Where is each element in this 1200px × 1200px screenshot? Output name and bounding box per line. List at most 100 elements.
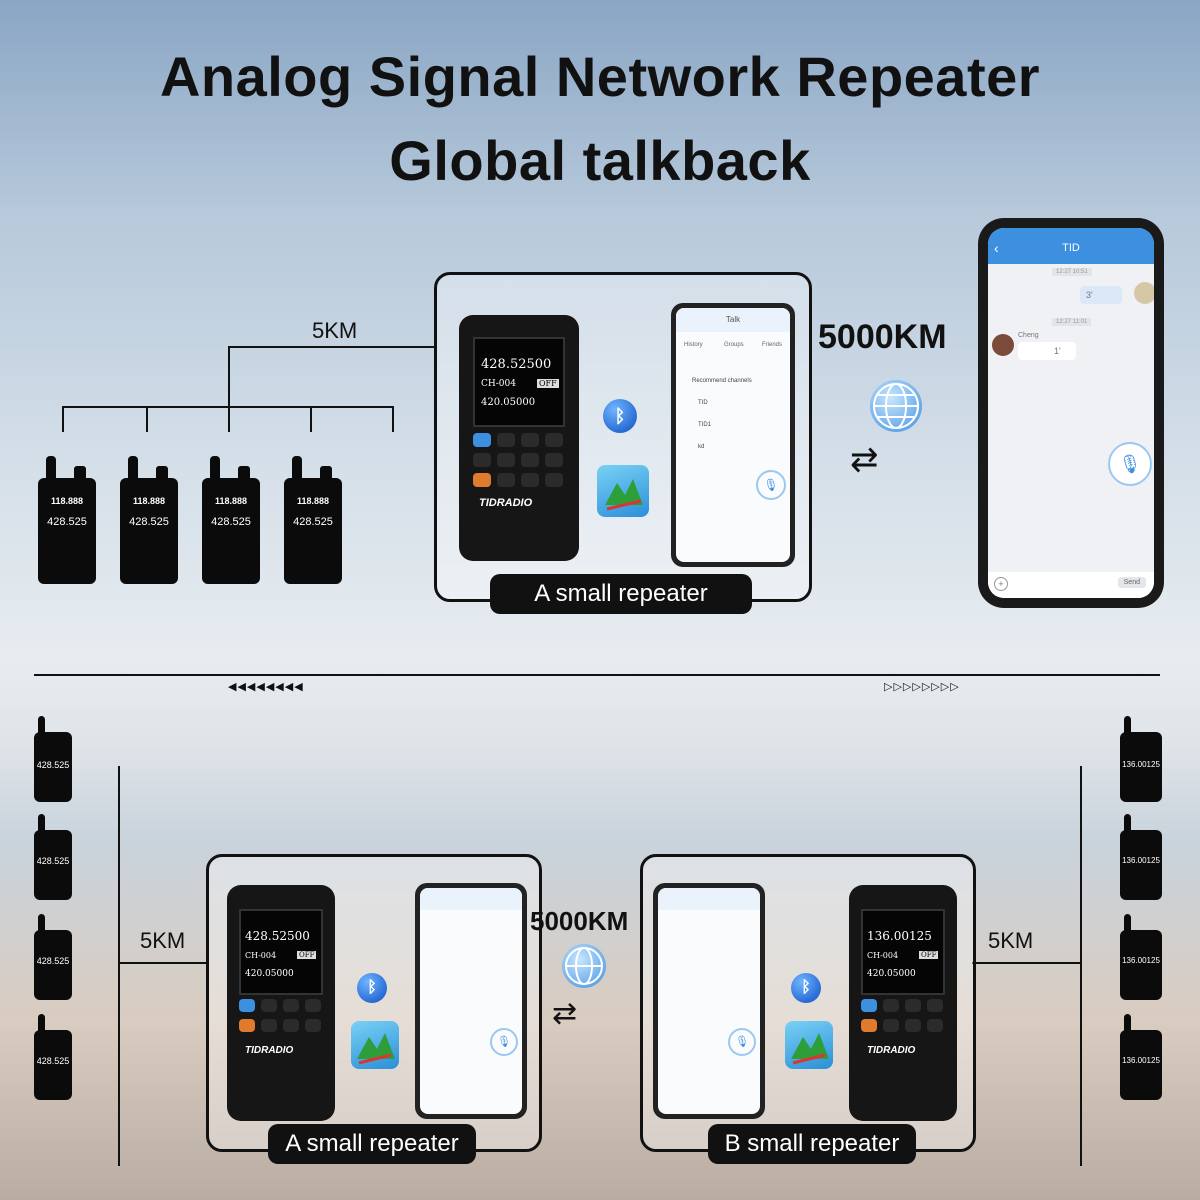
key	[883, 999, 899, 1012]
link-line	[228, 346, 230, 408]
repeater-a-label: A small repeater	[268, 1124, 476, 1164]
link-line	[118, 766, 120, 1166]
key	[473, 453, 491, 467]
key	[305, 1019, 321, 1032]
swap-arrows-icon: ⇄	[552, 997, 578, 1030]
headline-subtitle: Global talkback	[389, 129, 811, 192]
display-frequency: 136.00125	[867, 929, 932, 943]
key	[905, 1019, 921, 1032]
radio-freq-2: 428.525	[47, 516, 87, 528]
key	[497, 433, 515, 447]
radio-device: 428.52500 CH-004 OFF 420.05000 TIDRADIO	[227, 885, 335, 1121]
radio-freq-1: 118.888	[296, 496, 330, 506]
key	[473, 433, 491, 447]
voice-duration: 3'	[1086, 290, 1093, 300]
radio-display: 428.52500 CH-004 OFF 420.05000	[473, 337, 565, 427]
app-title: TID	[1062, 242, 1080, 254]
key	[545, 453, 563, 467]
far-distance-label: 5000KM	[530, 906, 629, 936]
arrow-decoration: ▷▷▷▷▷▷▷▷	[884, 681, 960, 693]
display-off: OFF	[537, 379, 559, 388]
phone-mockup: 🎙	[415, 883, 527, 1119]
app-title: Talk	[676, 308, 790, 332]
bluetooth-icon: ᛒ	[603, 399, 637, 433]
display-frequency: 428.52500	[481, 357, 552, 372]
walkie-talkie-icon: 118.888 428.525	[120, 456, 178, 584]
key	[545, 433, 563, 447]
key	[305, 999, 321, 1012]
left-distance-label: 5KM	[140, 928, 186, 953]
key	[283, 999, 299, 1012]
radio-freq: 428.525	[36, 856, 70, 866]
repeater-b-panel: 🎙 ᛒ 136.00125 CH-004 OFF 420.05000 TIDRA…	[640, 854, 976, 1152]
back-icon[interactable]: ‹	[994, 240, 999, 256]
key	[883, 1019, 899, 1032]
display-sub-frequency: 420.05000	[867, 969, 916, 979]
walkie-talkie-icon: 428.525	[34, 914, 72, 1000]
repeater-a-panel: 428.52500 CH-004 OFF 420.05000 TIDRADIO …	[206, 854, 542, 1152]
bluetooth-icon: ᛒ	[791, 973, 821, 1003]
repeater-b-label: B small repeater	[708, 1124, 916, 1164]
branch-line	[392, 406, 394, 432]
far-distance-label: 5000KM	[818, 318, 947, 356]
brand-logo: TIDRADIO	[867, 1045, 916, 1056]
walkie-talkie-icon: 428.525	[34, 1014, 72, 1100]
walkie-talkie-icon: 428.525	[34, 814, 72, 900]
radio-freq: 136.00125	[1122, 956, 1160, 965]
microphone-icon: 🎙	[756, 470, 786, 500]
radio-freq: 428.525	[36, 956, 70, 966]
tab-groups: Groups	[724, 342, 744, 348]
key	[521, 453, 539, 467]
display-off: OFF	[297, 951, 317, 959]
radio-freq: 428.525	[36, 760, 70, 770]
key	[283, 1019, 299, 1032]
radio-device: 428.52500 CH-004 OFF 420.05000 TIDRADIO	[459, 315, 579, 561]
microphone-icon[interactable]: 🎙	[1108, 442, 1152, 486]
link-line	[1080, 766, 1082, 1166]
radio-display: 428.52500 CH-004 OFF 420.05000	[239, 909, 323, 995]
key	[521, 473, 539, 487]
sender-name: Cheng	[1018, 332, 1039, 339]
radio-freq-2: 428.525	[129, 516, 169, 528]
app-header: TID ‹	[988, 228, 1154, 264]
voice-duration: 1'	[1054, 346, 1061, 356]
add-icon[interactable]: +	[994, 577, 1008, 591]
display-channel: CH-004	[245, 951, 277, 960]
branch-line	[146, 406, 148, 432]
branch-line	[228, 406, 230, 432]
brand-logo: TIDRADIO	[479, 497, 533, 509]
headline-title: Analog Signal Network Repeater	[159, 45, 1041, 108]
divider	[34, 674, 1160, 676]
display-frequency: 428.52500	[245, 929, 310, 943]
radio-freq: 136.00125	[1122, 1056, 1160, 1065]
voice-message[interactable]: 3'	[1080, 286, 1122, 304]
brand-logo: TIDRADIO	[245, 1045, 294, 1056]
avatar	[992, 334, 1014, 356]
repeater-panel: 428.52500 CH-004 OFF 420.05000 TIDRADIO …	[434, 272, 812, 602]
walkie-talkie-icon: 428.525	[34, 716, 72, 802]
key	[545, 473, 563, 487]
app-header	[420, 888, 522, 910]
channel-item: TID	[698, 400, 708, 406]
key	[861, 1019, 877, 1032]
key	[905, 999, 921, 1012]
link-line	[972, 962, 1082, 964]
app-icon	[597, 465, 649, 517]
radio-freq-2: 428.525	[211, 516, 251, 528]
repeater-label: A small repeater	[490, 574, 752, 614]
walkie-talkie-icon: 118.888 428.525	[284, 456, 342, 584]
send-button[interactable]: Send	[1117, 577, 1146, 588]
key	[497, 453, 515, 467]
radio-freq-1: 118.888	[50, 496, 84, 506]
tab-friends: Friends	[762, 342, 783, 348]
key	[927, 1019, 943, 1032]
app-icon	[351, 1021, 399, 1069]
app-icon	[785, 1021, 833, 1069]
microphone-icon: 🎙	[490, 1028, 518, 1056]
link-line	[228, 346, 434, 348]
timestamp: 12:27 11:01	[1052, 318, 1092, 326]
key	[261, 1019, 277, 1032]
phone-mockup: TID ‹ 12:27 10:51 3' 12:27 11:01 Cheng 1…	[978, 218, 1164, 608]
voice-message[interactable]: 1'	[1018, 342, 1076, 360]
